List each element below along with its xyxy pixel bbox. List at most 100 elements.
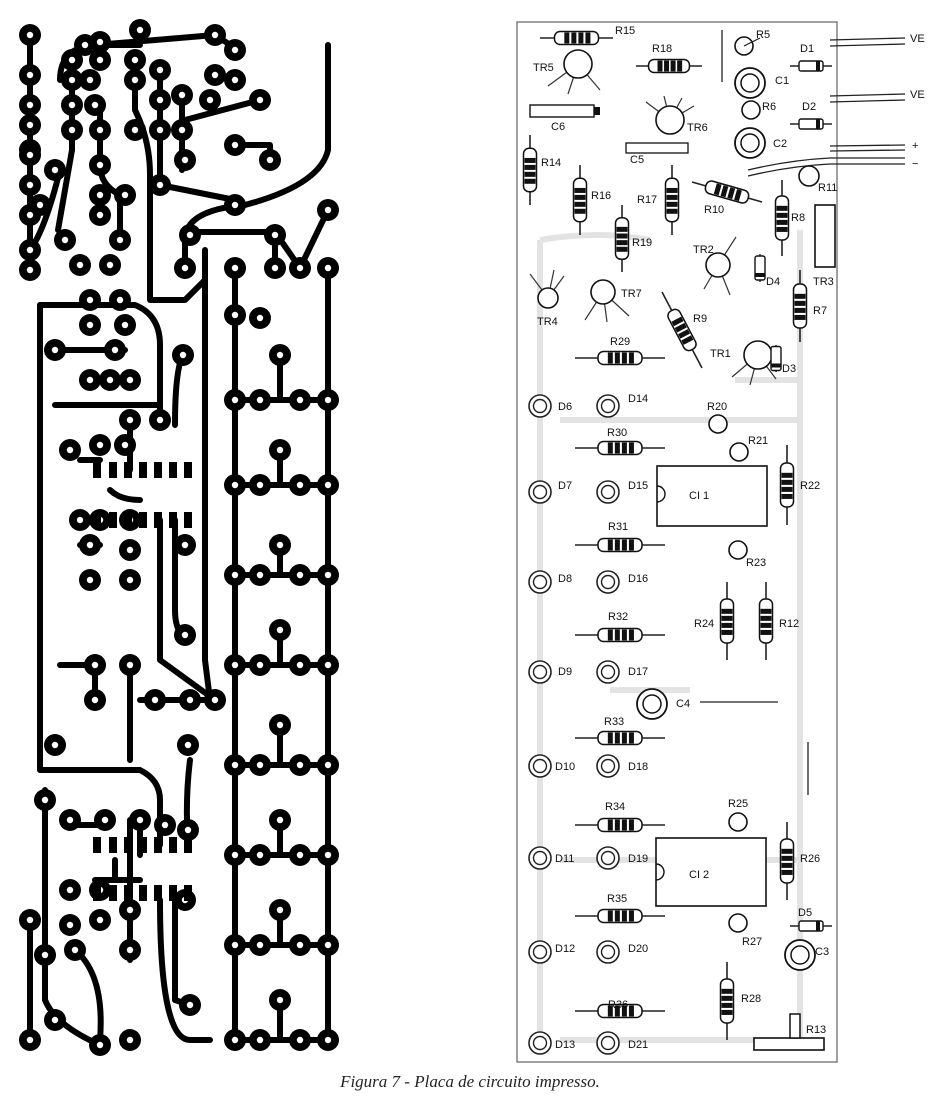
pad-hole — [131, 76, 139, 84]
r30-band — [621, 442, 627, 454]
led-inner — [600, 850, 616, 866]
pad-hole — [126, 1036, 134, 1044]
tr1-case — [743, 340, 773, 370]
r6 — [741, 100, 761, 120]
ic-pad — [109, 512, 117, 528]
r8-band — [776, 219, 788, 225]
r29-band — [614, 352, 620, 364]
r30-body — [597, 440, 643, 456]
copper-trace — [107, 487, 143, 503]
r34-outline — [597, 817, 643, 833]
copper-trace — [37, 737, 163, 848]
r35-band — [614, 910, 620, 922]
r32-band — [607, 629, 613, 641]
label-r7: R7 — [813, 305, 827, 317]
label-tr7: TR7 — [621, 288, 642, 300]
c5 — [625, 142, 689, 154]
d2-band — [816, 119, 820, 129]
r12-band — [760, 622, 772, 628]
pad-hole — [231, 571, 239, 579]
label-r19: R19 — [632, 237, 652, 249]
r22-band — [781, 472, 793, 478]
pad-hole — [231, 851, 239, 859]
r28-band — [721, 988, 733, 994]
ic-pad — [184, 512, 192, 528]
pad-hole — [231, 201, 239, 209]
pad-hole — [256, 761, 264, 769]
r16-body — [572, 177, 588, 223]
label-d6: D6 — [558, 401, 572, 413]
label-r35: R35 — [607, 893, 627, 905]
r36-band — [614, 1005, 620, 1017]
pad-hole — [121, 321, 129, 329]
r33-band — [621, 732, 627, 744]
r33-band — [614, 732, 620, 744]
pad-hole — [324, 264, 332, 272]
r24-band — [721, 622, 733, 628]
pad-hole — [256, 941, 264, 949]
pad-hole — [266, 156, 274, 164]
pad-hole — [276, 446, 284, 454]
pad-hole — [26, 31, 34, 39]
r26-band — [781, 848, 793, 854]
led-inner — [600, 664, 616, 680]
pad-hole — [151, 696, 159, 704]
pad-hole — [126, 546, 134, 554]
r15 — [540, 30, 613, 46]
r10-band — [720, 185, 729, 198]
r14-outline — [522, 147, 538, 193]
ci1-notch — [656, 485, 666, 503]
r28-band — [721, 995, 733, 1001]
led-inner — [532, 758, 548, 774]
ic-pad — [124, 462, 132, 478]
label-d9: D9 — [558, 666, 572, 678]
pad-hole — [186, 231, 194, 239]
pad-hole — [276, 626, 284, 634]
r24-body — [719, 598, 735, 644]
pad-hole — [231, 396, 239, 404]
r26-band — [781, 869, 793, 875]
pad-hole — [256, 851, 264, 859]
pad-hole — [211, 696, 219, 704]
ic-pad — [124, 512, 132, 528]
c6 — [529, 104, 595, 118]
label-r30: R30 — [607, 427, 627, 439]
ic-pad — [109, 837, 117, 853]
pad-hole — [51, 166, 59, 174]
pad-hole — [126, 946, 134, 954]
pad-hole — [296, 761, 304, 769]
r9-body — [667, 308, 697, 352]
label-r28: R28 — [741, 993, 761, 1005]
label-c6: C6 — [551, 121, 565, 133]
r12-band — [760, 615, 772, 621]
r8-band — [776, 212, 788, 218]
led-inner — [600, 758, 616, 774]
label-d20: D20 — [628, 943, 648, 955]
tr2-case — [705, 252, 731, 278]
r12-band — [760, 608, 772, 614]
r30-band — [628, 442, 634, 454]
pad-hole — [231, 1036, 239, 1044]
d1-band — [816, 61, 820, 71]
r25 — [728, 812, 748, 832]
ic-pad — [93, 837, 101, 853]
r29-body — [597, 350, 643, 366]
led-ring — [596, 394, 620, 418]
r7-band — [794, 300, 806, 306]
r31-band — [614, 539, 620, 551]
label-r16: R16 — [591, 190, 611, 202]
pad-hole — [181, 264, 189, 272]
r16 — [572, 165, 588, 235]
d5-body — [798, 920, 824, 932]
pad-hole — [256, 96, 264, 104]
label-r31: R31 — [608, 521, 628, 533]
led-inner — [532, 398, 548, 414]
ic-pad — [184, 885, 192, 901]
r16-band — [574, 208, 586, 214]
tr4 — [529, 269, 565, 309]
r8-outline — [774, 195, 790, 241]
ic-pad — [154, 885, 162, 901]
pad-hole — [184, 826, 192, 834]
label-c2: C2 — [773, 138, 787, 150]
pad-hole — [116, 296, 124, 304]
